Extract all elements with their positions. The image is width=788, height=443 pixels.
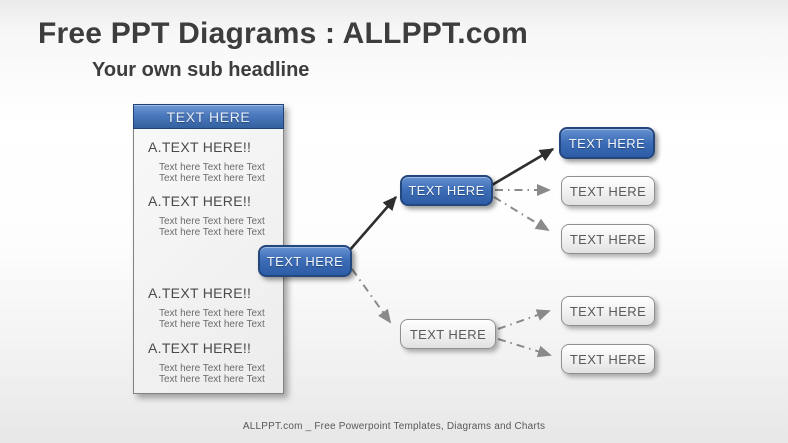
panel-section-1: A.TEXT HERE!! Text here Text here Text T…	[148, 139, 279, 184]
node-leaf-top-2: TEXT HERE	[561, 176, 655, 206]
info-panel: TEXT HERE A.TEXT HERE!! Text here Text h…	[133, 104, 284, 394]
node-leaf-top-1: TEXT HERE	[559, 127, 655, 159]
node-leaf-bottom-2: TEXT HERE	[561, 344, 655, 374]
node-leaf-top-3: TEXT HERE	[561, 224, 655, 254]
connector-root-to-branch-bottom	[351, 268, 392, 324]
footer-credit: ALLPPT.com _ Free Powerpoint Templates, …	[242, 421, 546, 432]
panel-section-2: A.TEXT HERE!! Text here Text here Text T…	[148, 193, 279, 238]
connector-branch-top-to-leaf3	[493, 196, 550, 232]
node-branch-top: TEXT HERE	[400, 175, 493, 206]
connector-branch-bottom-to-leaf5	[497, 338, 552, 358]
node-root: TEXT HERE	[258, 245, 352, 277]
page-subtitle: Your own sub headline	[92, 59, 310, 81]
section-body-line: Text here Text here Text	[159, 227, 265, 238]
section-body-line: Text here Text here Text	[159, 216, 265, 227]
page-title: Free PPT Diagrams : ALLPPT.com	[38, 17, 529, 50]
section-body-line: Text here Text here Text	[159, 162, 265, 173]
section-body-line: Text here Text here Text	[159, 374, 265, 385]
section-heading: A.TEXT HERE!!	[148, 285, 252, 301]
node-leaf-bottom-1: TEXT HERE	[561, 296, 655, 326]
section-heading: A.TEXT HERE!!	[148, 340, 252, 356]
connector-branch-bottom-to-leaf4	[497, 309, 551, 330]
panel-section-3: A.TEXT HERE!! Text here Text here Text T…	[148, 285, 279, 330]
section-body-line: Text here Text here Text	[159, 319, 265, 330]
section-body-line: Text here Text here Text	[159, 363, 265, 374]
connector-root-to-branch-top	[348, 196, 397, 252]
panel-header: TEXT HERE	[133, 104, 284, 129]
section-body-line: Text here Text here Text	[159, 308, 265, 319]
section-heading: A.TEXT HERE!!	[148, 193, 252, 209]
section-body-line: Text here Text here Text	[159, 173, 265, 184]
section-heading: A.TEXT HERE!!	[148, 139, 252, 155]
node-branch-bottom: TEXT HERE	[400, 319, 496, 349]
panel-section-4: A.TEXT HERE!! Text here Text here Text T…	[148, 340, 279, 385]
connector-branch-top-to-leaf1	[491, 147, 555, 187]
